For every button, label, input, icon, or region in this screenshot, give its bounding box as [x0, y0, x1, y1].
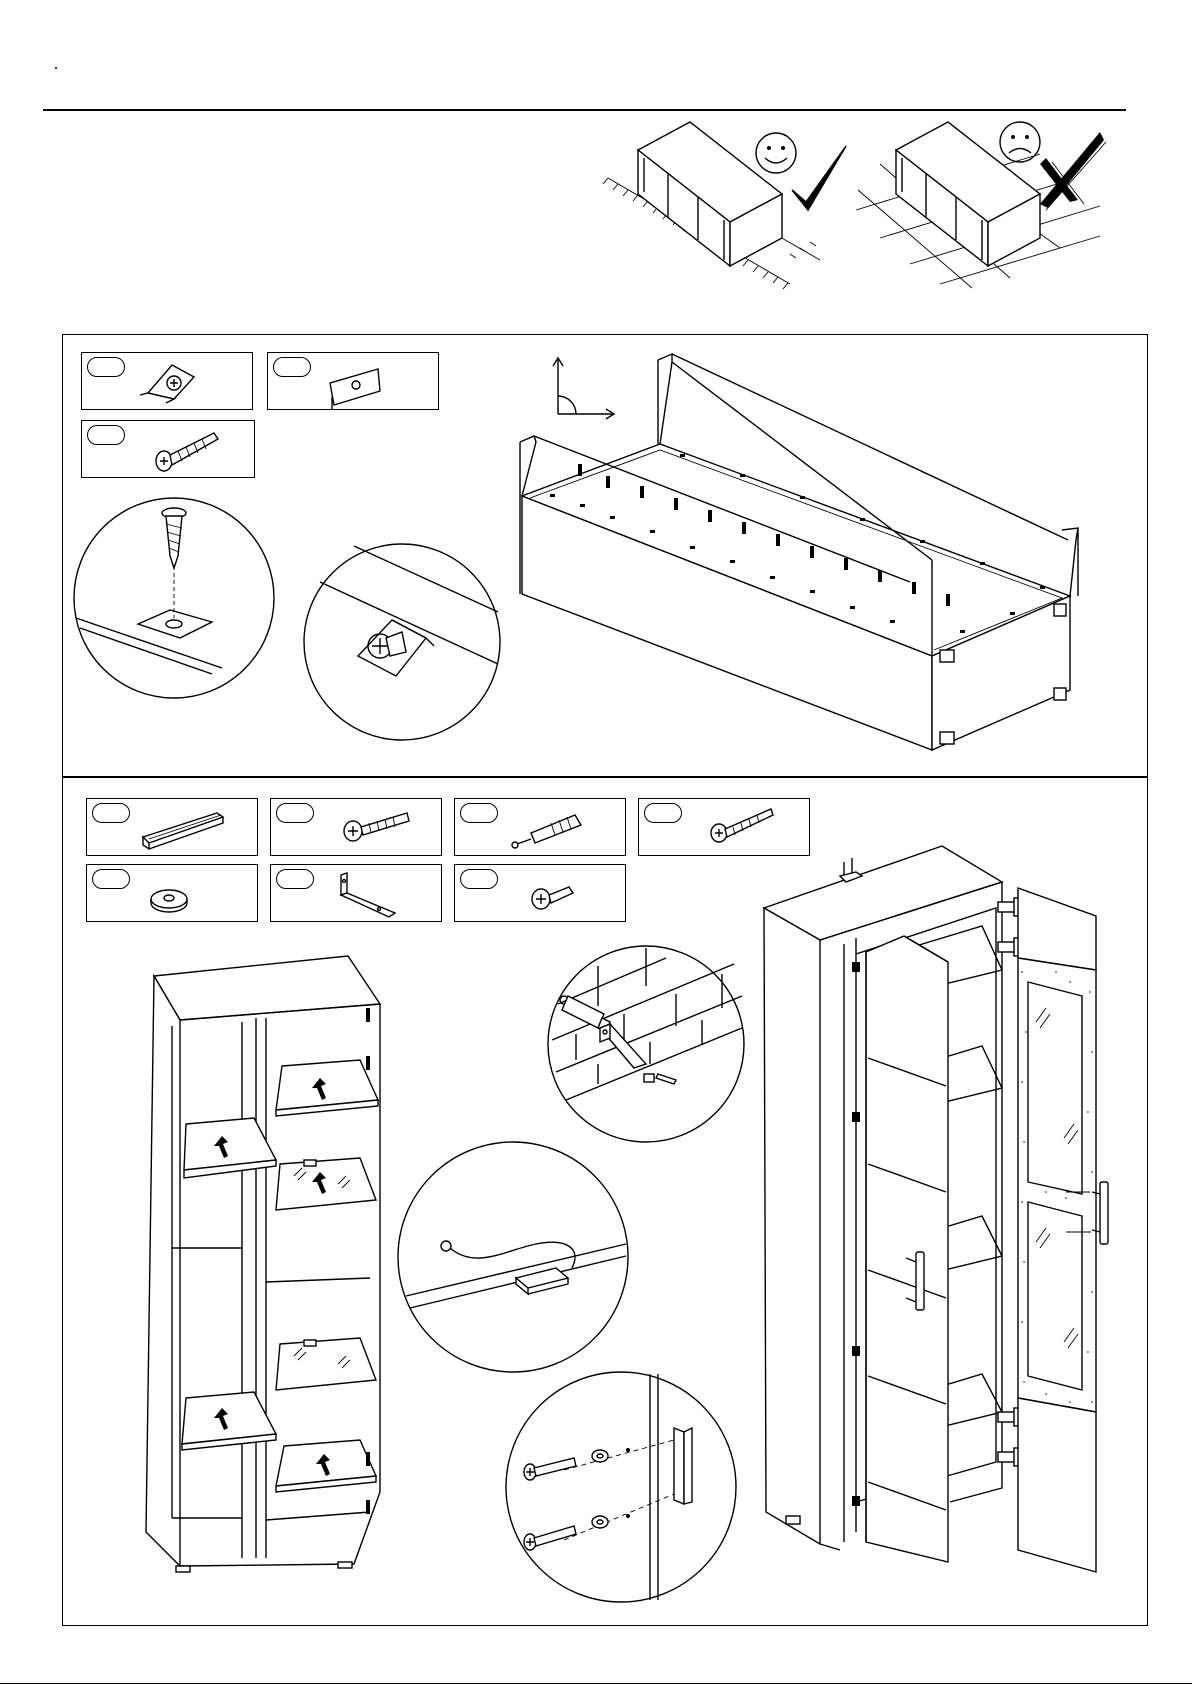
washer-icon	[87, 865, 259, 923]
wall-plug-icon	[455, 799, 627, 857]
part-box-machine-screw	[270, 798, 442, 856]
part-box-long-screw	[81, 420, 255, 478]
footer-rule	[0, 1683, 1192, 1684]
wall-bracket-icon	[271, 865, 443, 923]
corner-bracket-icon	[82, 353, 254, 411]
detail-circle-light-cable	[396, 1140, 630, 1374]
detail-circle-corner-bracket	[302, 542, 504, 744]
detail-circle-screw-plate	[72, 496, 278, 702]
screw-icon	[271, 799, 443, 857]
cross-mark-icon	[1040, 132, 1106, 210]
handle-icon	[87, 799, 259, 857]
part-box-corner-bracket	[81, 352, 253, 410]
screw-icon	[455, 865, 627, 923]
carcass-back-panel-illustration	[510, 350, 1090, 760]
shelf-insertion-illustration	[142, 952, 392, 1574]
part-box-handle	[86, 798, 258, 856]
right-angle-icon	[553, 358, 614, 419]
screw-icon	[82, 421, 256, 479]
good-assembly-box	[603, 122, 820, 289]
surface-warning-illustration	[600, 118, 1160, 308]
panel-clip-icon	[268, 353, 440, 411]
part-box-washer	[86, 864, 258, 922]
detail-circle-wall-mount	[546, 944, 746, 1144]
part-box-wall-plug	[454, 798, 626, 856]
bad-assembly-box	[856, 122, 1100, 288]
part-box-wall-bracket	[270, 864, 442, 922]
happy-face-icon	[756, 133, 796, 173]
header-rule	[43, 109, 1126, 111]
detail-circle-handle-fixing	[504, 1370, 738, 1604]
check-mark-icon	[792, 146, 846, 210]
sad-face-icon	[1000, 122, 1040, 162]
part-box-short-screw	[454, 864, 626, 922]
cabinet-doors-illustration	[756, 842, 1106, 1582]
part-box-panel-clip	[267, 352, 439, 410]
page-mark	[55, 67, 57, 69]
step-divider	[62, 776, 1148, 778]
